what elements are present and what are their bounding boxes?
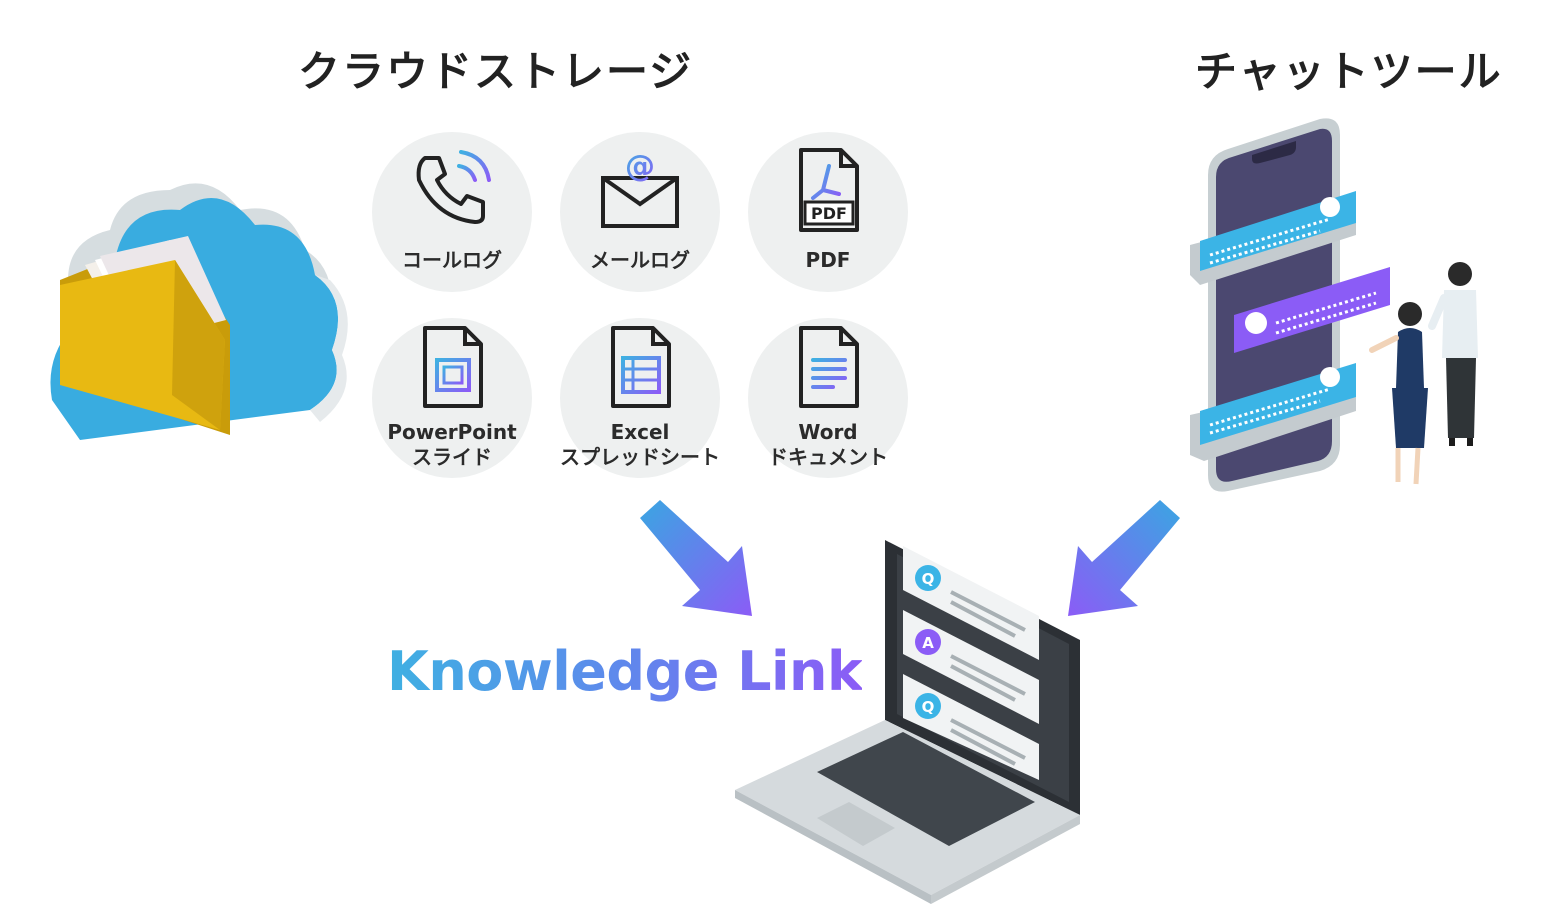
source-label-line: Word <box>798 420 858 444</box>
cloud-storage-heading: クラウドストレージ <box>298 47 694 96</box>
email-icon: @ <box>601 149 679 228</box>
source-powerpoint: PowerPoint スライド <box>372 318 532 478</box>
svg-text:@: @ <box>625 149 655 184</box>
source-label-line: スプレッドシート <box>560 445 720 469</box>
source-label-line: Excel <box>610 420 670 444</box>
chat-tools-heading: チャットツール <box>1195 47 1503 96</box>
word-file-icon <box>799 326 859 408</box>
source-label-line: PDF <box>805 248 851 272</box>
question-badge-icon: Q <box>922 570 935 588</box>
source-label-line: スライド <box>412 445 492 469</box>
source-call-log: コールログ <box>372 132 532 292</box>
qa-card: Q <box>903 546 1039 660</box>
smartphone-chat-illustration <box>1190 118 1390 492</box>
man-figure-icon <box>1428 262 1478 446</box>
source-email-log: @ メールログ <box>560 132 720 292</box>
chat-bubble-icon <box>1234 267 1390 353</box>
arrow-from-chat-tools <box>1068 500 1180 616</box>
source-label-line: ドキュメント <box>768 445 888 469</box>
answer-badge-icon: A <box>922 634 934 652</box>
woman-figure-icon <box>1369 302 1428 485</box>
laptop-icon <box>735 540 1080 904</box>
excel-file-icon <box>611 326 671 408</box>
arrow-from-cloud-storage <box>640 500 752 616</box>
pdf-file-icon: PDF <box>799 148 859 232</box>
phone-icon <box>416 150 491 224</box>
chat-bubble-icon <box>1190 363 1356 461</box>
chat-bubble-icon <box>1190 191 1356 285</box>
source-excel: Excel スプレッドシート <box>560 318 720 478</box>
qa-card: A <box>903 610 1039 724</box>
source-pdf: PDF PDF <box>748 132 908 292</box>
laptop-qa-illustration: Q A Q <box>735 540 1080 904</box>
folder-icon <box>60 236 230 435</box>
business-people-illustration <box>1369 262 1478 485</box>
brand-title: Knowledge Link <box>387 640 863 703</box>
cloud-folder-illustration <box>50 183 348 440</box>
source-label-line: コールログ <box>402 248 502 272</box>
source-label-line: メールログ <box>590 248 690 272</box>
source-label-line: PowerPoint <box>387 420 517 444</box>
pdf-icon-text: PDF <box>811 204 847 223</box>
source-word: Word ドキュメント <box>748 318 908 478</box>
question-badge-icon: Q <box>922 698 935 716</box>
powerpoint-file-icon <box>423 326 483 408</box>
qa-card: Q <box>903 674 1039 780</box>
